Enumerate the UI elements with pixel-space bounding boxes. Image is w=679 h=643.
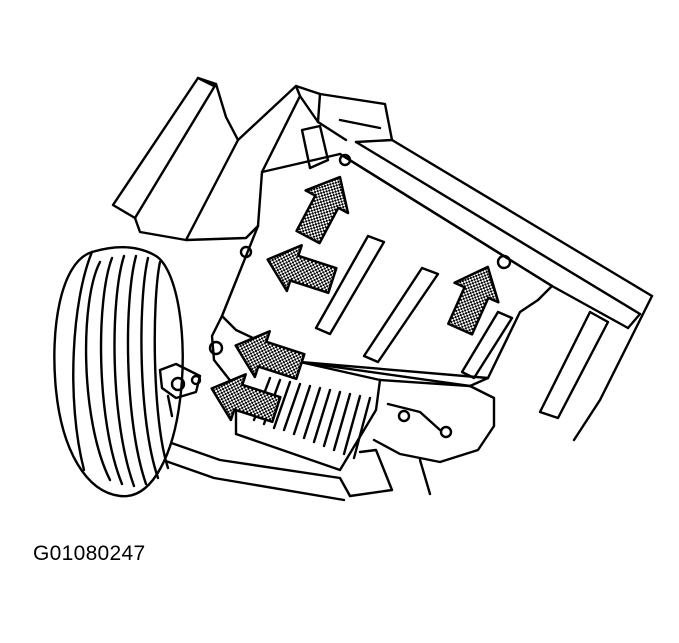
mount-bolt-left [239, 245, 253, 259]
mount-bolt-top [496, 254, 512, 270]
bumper-panel [111, 76, 218, 220]
slot-1 [314, 234, 386, 336]
mount-bolt-mid [208, 340, 224, 356]
slot-3 [460, 310, 514, 380]
frame-rail [236, 84, 394, 144]
slot-2 [362, 266, 440, 364]
figure-id-label: G01080247 [33, 542, 146, 565]
arrow-icon [202, 364, 286, 434]
arrow-icon [285, 164, 363, 250]
arrow-icon [258, 235, 342, 305]
tire [53, 246, 184, 498]
arrow-icon [436, 255, 512, 341]
